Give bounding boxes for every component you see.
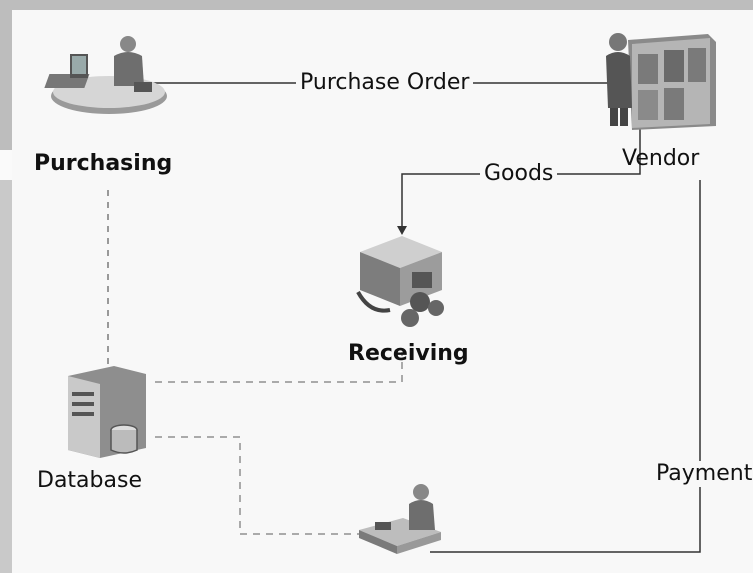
workstation-user-icon <box>44 36 167 114</box>
payment-line <box>430 180 701 553</box>
desk-user-icon <box>359 484 441 554</box>
database-accounts-dashed <box>155 436 360 535</box>
forklift-package-icon <box>356 236 444 327</box>
database-label: Database <box>37 468 142 493</box>
image-frame-left <box>0 0 12 150</box>
database-server-icon <box>68 366 146 458</box>
purchasing-label: Purchasing <box>34 151 173 176</box>
payment-label: Payment <box>654 461 753 487</box>
image-frame-top <box>0 0 753 10</box>
vendor-label: Vendor <box>622 146 700 171</box>
image-frame-left-lower <box>0 180 12 573</box>
goods-label: Goods <box>480 161 558 187</box>
purchase-order-label: Purchase Order <box>296 70 474 96</box>
goods-arrowhead <box>397 226 407 235</box>
receiving-label: Receiving <box>348 341 469 366</box>
database-receiving-dashed <box>155 352 403 383</box>
warehouse-worker-icon <box>606 33 716 130</box>
